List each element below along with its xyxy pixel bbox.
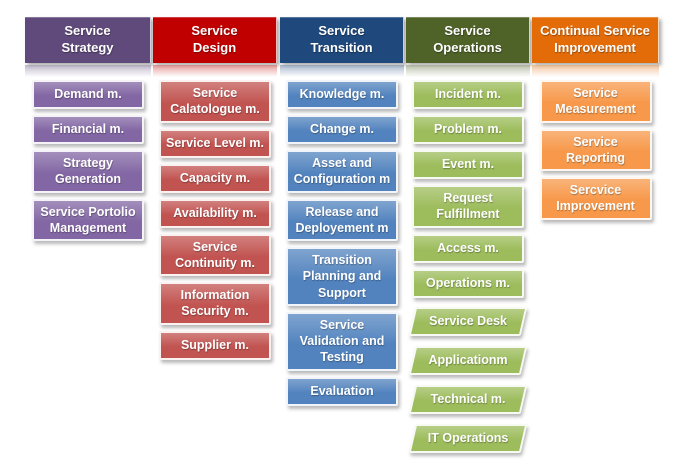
function-label: Applicationm [428, 352, 508, 367]
column-continual-service-improvement: Continual Service Improvement Service Me… [532, 17, 659, 220]
process-box: Problem m. [412, 115, 524, 144]
process-label: Knowledge m. [299, 87, 385, 102]
function-box: IT Operations [408, 423, 528, 453]
header-reflection [532, 65, 659, 78]
header-title-line: Continual Service [540, 23, 650, 39]
header-service-transition: Service Transition [280, 17, 404, 63]
process-box: Request Fulfillment [412, 185, 524, 228]
process-label: Service Calatologue m. [170, 86, 260, 117]
header-service-operations: Service Operations [406, 17, 530, 63]
column-service-operations: Service Operations Incident m. Problem m… [406, 17, 530, 453]
process-label: Service Continuity m. [175, 239, 255, 270]
process-box: Release and Deployement m [286, 198, 398, 241]
process-label: Operations m. [425, 275, 511, 290]
process-list-service-transition: Knowledge m. Change m. Asset and Configu… [280, 80, 404, 406]
process-box: Strategy Generation [32, 150, 144, 193]
process-list-service-operations: Incident m. Problem m. Event m. Request … [406, 80, 530, 298]
process-list-continual-service-improvement: Service Measurement Service Reporting Se… [532, 80, 659, 220]
header-title-line: Operations [433, 40, 502, 55]
process-box: Availability m. [159, 198, 271, 228]
process-box: Information Security m. [159, 282, 271, 325]
process-box: Operations m. [412, 268, 524, 298]
header-title-line: Transition [310, 40, 373, 55]
header-title-line: Service [444, 23, 491, 39]
header-title-line: Strategy [61, 40, 114, 55]
process-label: Request Fulfillment [436, 191, 500, 222]
process-box: Service Validation and Testing [286, 311, 398, 371]
process-box: Service Calatologue m. [159, 80, 271, 123]
header-title-line: Service [64, 23, 111, 39]
process-box: Service Measurement [539, 80, 652, 123]
process-list-service-design: Service Calatologue m. Service Level m. … [153, 80, 277, 360]
header-title-line: Improvement [554, 40, 636, 55]
process-label: Service Measurement [555, 86, 636, 117]
column-service-strategy: Service Strategy Demand m. Financial m. … [25, 17, 151, 241]
process-box: Service Portolio Management [32, 198, 144, 241]
header-service-design: Service Design [153, 17, 277, 63]
function-label: Service Desk [429, 313, 507, 328]
function-box: Applicationm [408, 345, 528, 375]
process-label: Event m. [441, 157, 495, 172]
column-service-transition: Service Transition Knowledge m. Change m… [280, 17, 404, 406]
process-label: Service Reporting [565, 134, 626, 165]
process-box: Financial m. [32, 115, 144, 144]
header-service-strategy: Service Strategy [25, 17, 151, 63]
process-label: Availability m. [173, 205, 257, 220]
process-box: Change m. [286, 115, 398, 144]
process-label: Change m. [310, 122, 374, 137]
function-label: Technical m. [430, 391, 506, 406]
process-label: Capacity m. [179, 170, 251, 185]
process-label: Problem m. [433, 122, 503, 137]
process-box: Service Continuity m. [159, 233, 271, 276]
process-label: Service Level m. [166, 135, 264, 150]
process-box: Capacity m. [159, 163, 271, 193]
process-box: Service Level m. [159, 128, 271, 158]
process-label: Evaluation [310, 383, 374, 398]
function-list-service-operations: Service Desk Applicationm Technical m. I… [406, 306, 530, 453]
process-box: Event m. [412, 150, 524, 179]
process-label: Sercvice Improvement [556, 183, 635, 214]
header-reflection [280, 65, 404, 78]
column-service-design: Service Design Service Calatologue m. Se… [153, 17, 277, 360]
process-label: Information Security m. [180, 288, 250, 319]
process-box: Asset and Configuration m [286, 150, 398, 193]
header-reflection [406, 65, 530, 78]
process-list-service-strategy: Demand m. Financial m. Strategy Generati… [25, 80, 151, 241]
process-box: Incident m. [412, 80, 524, 109]
process-box: Service Reporting [539, 128, 652, 171]
process-box: Evaluation [286, 376, 398, 406]
process-box: Supplier m. [159, 330, 271, 360]
process-box: Access m. [412, 233, 524, 263]
process-label: Transition Planning and Support [302, 253, 382, 300]
process-box: Transition Planning and Support [286, 247, 398, 306]
process-label: Supplier m. [180, 337, 250, 352]
process-label: Financial m. [51, 122, 125, 137]
process-label: Incident m. [435, 87, 501, 102]
header-reflection [25, 65, 151, 78]
process-label: Service Validation and Testing [299, 317, 385, 365]
header-continual-service-improvement: Continual Service Improvement [532, 17, 659, 63]
process-label: Access m. [437, 240, 499, 255]
header-title-line: Design [192, 40, 237, 55]
process-label: Release and Deployement m [295, 204, 389, 235]
process-label: Asset and Configuration m [293, 156, 391, 187]
function-label: IT Operations [427, 430, 509, 445]
header-title-line: Service [191, 23, 238, 39]
process-label: Demand m. [54, 87, 122, 102]
function-box: Service Desk [408, 306, 528, 336]
process-box: Knowledge m. [286, 80, 398, 109]
function-box: Technical m. [408, 384, 528, 414]
header-reflection [153, 65, 277, 78]
process-box: Sercvice Improvement [539, 177, 652, 220]
process-box: Demand m. [32, 80, 144, 109]
header-title-line: Service [318, 23, 365, 39]
process-label: Strategy Generation [55, 156, 121, 187]
process-label: Service Portolio Management [40, 204, 136, 235]
